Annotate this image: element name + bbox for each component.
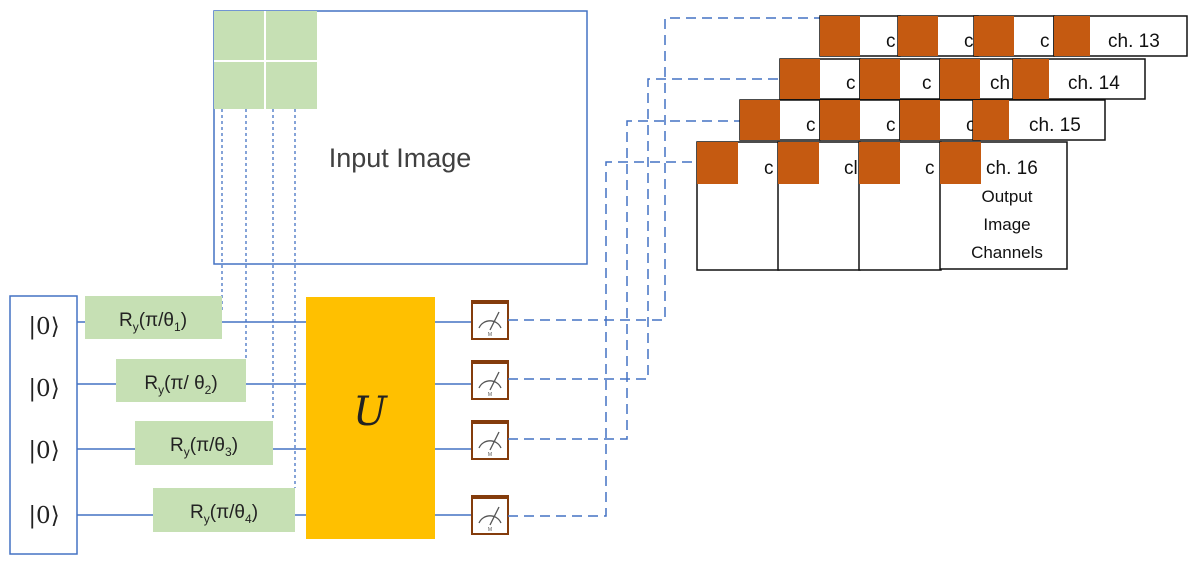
gate-2-prefix: R: [144, 373, 158, 394]
row15-label-2: c: [886, 115, 896, 136]
gate-3-idx: 3: [225, 445, 232, 459]
gate-3-sub: y: [184, 445, 190, 459]
output-label-line1: Output: [981, 187, 1032, 206]
channel-row-16: c cl c ch. 16 Output Image Channels: [696, 141, 1068, 271]
meter-3-box: [471, 420, 509, 460]
row13-label-3: c: [1040, 31, 1050, 52]
channel-row-13: c c c ch. 13: [819, 15, 1188, 57]
gate-3-prefix: R: [170, 435, 184, 456]
svg-text:Ry(π/θ3): Ry(π/θ3): [170, 435, 238, 459]
channel-13-label: ch. 13: [1108, 31, 1160, 52]
channel-15-label: ch. 15: [1029, 115, 1081, 136]
meter-3: M: [471, 420, 509, 460]
gate-2-idx: 2: [205, 383, 212, 397]
channel-14-label: ch. 14: [1068, 73, 1120, 94]
gate-2-arg: (π/ θ: [164, 373, 205, 394]
unitary-label: U: [353, 389, 388, 435]
gate-1-idx: 1: [174, 320, 181, 334]
meter-1-label: M: [488, 332, 492, 338]
output-label-line3: Channels: [971, 243, 1043, 262]
qubit-register: |0⟩ |0⟩ |0⟩ |0⟩: [9, 295, 78, 555]
output-line-4: [508, 161, 697, 517]
ket-zero-2: |0⟩: [28, 376, 59, 402]
row13-label-2: c: [964, 31, 974, 52]
gate-3-arg: (π/θ: [190, 435, 225, 456]
gate-1-arg: (π/θ: [139, 310, 174, 331]
output-line-3: [508, 120, 740, 440]
meter-4-box: [471, 495, 509, 535]
output-label-line2: Image: [983, 215, 1030, 234]
channel-16-label: ch. 16: [986, 158, 1038, 179]
register-bracket: [9, 295, 78, 555]
meter-2: M: [471, 360, 509, 400]
ket-zero-3: |0⟩: [28, 438, 59, 464]
input-image: Input Image: [213, 10, 588, 265]
meter-3-arc: [478, 440, 502, 449]
ry-gates: Ry(π/θ1) Ry(π/ θ2) Ry(π/θ3) Ry(π/θ4): [85, 296, 295, 532]
meter-2-label: M: [488, 392, 492, 398]
gate-4-sub: y: [204, 512, 210, 526]
gate-2-sub: y: [158, 383, 164, 397]
meter-2-arc: [478, 380, 502, 389]
gate-2-close: ): [211, 373, 217, 394]
row14-label-2: c: [922, 73, 932, 94]
channel-row-15: c c c ch. 15: [739, 99, 1106, 141]
meter-4: M: [471, 495, 509, 535]
meter-1: M: [471, 300, 509, 340]
row14-label-1: c: [846, 73, 856, 94]
row14-label-3: ch: [990, 73, 1010, 94]
row13-label-1: c: [886, 31, 896, 52]
ket-zero-4: |0⟩: [28, 503, 59, 529]
meter-3-needle: [489, 431, 500, 451]
gate-4-close: ): [252, 502, 258, 523]
meter-1-box: [471, 300, 509, 340]
gate-4-idx: 4: [245, 512, 252, 526]
meter-4-arc: [478, 515, 502, 524]
output-lines: [508, 17, 820, 517]
unitary-gate: U: [306, 297, 435, 539]
ry-gate-3: Ry(π/θ3): [135, 421, 273, 465]
ry-gate-2: Ry(π/ θ2): [116, 359, 246, 402]
gate-4-arg: (π/θ: [210, 502, 245, 523]
input-image-label: Input Image: [329, 143, 472, 173]
ry-gate-1: Ry(π/θ1): [85, 296, 222, 339]
meter-4-label: M: [488, 527, 492, 533]
output-channels: c c c ch. 13 c c ch ch. 14: [696, 15, 1188, 271]
row15-label-1: c: [806, 115, 816, 136]
svg-text:Ry(π/ θ2): Ry(π/ θ2): [144, 373, 217, 397]
svg-text:Ry(π/θ4): Ry(π/θ4): [190, 502, 258, 526]
output-line-2: [508, 78, 780, 380]
meter-2-box: [471, 360, 509, 400]
meter-1-needle: [489, 311, 500, 331]
gate-1-prefix: R: [119, 310, 133, 331]
ket-zero-1: |0⟩: [28, 314, 59, 340]
row16-label-3: c: [925, 158, 935, 179]
gate-3-close: ): [232, 435, 238, 456]
svg-text:Ry(π/θ1): Ry(π/θ1): [119, 310, 187, 334]
gate-1-sub: y: [133, 320, 139, 334]
meter-3-label: M: [488, 452, 492, 458]
row16-label-2: cl: [844, 158, 858, 179]
channel-row-14: c c ch ch. 14: [779, 58, 1146, 100]
row16-label-1: c: [764, 158, 774, 179]
row15-label-3: c: [966, 115, 976, 136]
meter-2-needle: [489, 371, 500, 391]
encoding-lines: [221, 109, 296, 488]
output-line-1: [508, 17, 820, 321]
meter-4-needle: [489, 506, 500, 526]
gate-1-close: ): [181, 310, 187, 331]
meter-1-arc: [478, 320, 502, 329]
ry-gate-4: Ry(π/θ4): [153, 488, 295, 532]
gate-4-prefix: R: [190, 502, 204, 523]
